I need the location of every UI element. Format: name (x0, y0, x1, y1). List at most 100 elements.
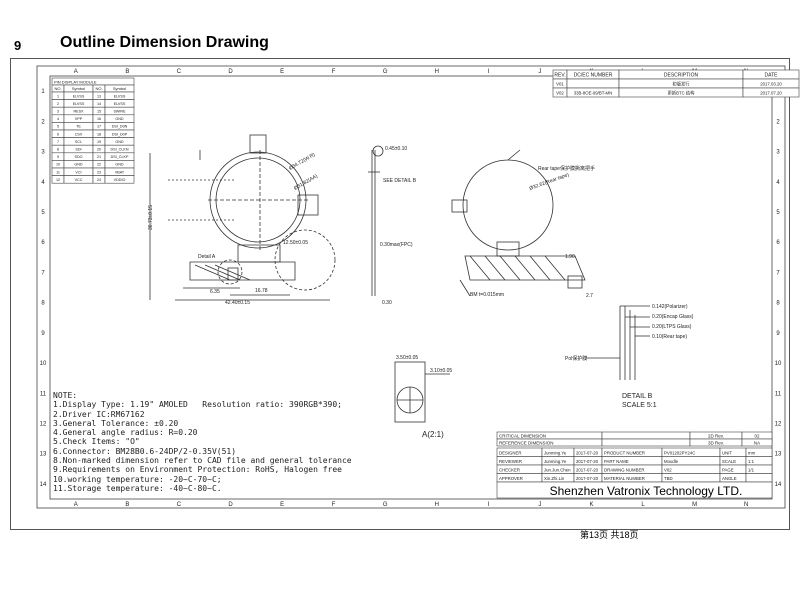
pin-table-cell-text: 18 (97, 132, 101, 136)
tb-cell-text: Junming.Ye (544, 450, 567, 455)
pin-table-cell (104, 175, 135, 184)
pin-table-cell-text: DSI_D0P (112, 132, 128, 136)
note-line: 2.Driver IC:RM67162 (53, 409, 145, 419)
notes-block: NOTE:1.Display Type: 1.19" AMOLED Resolu… (53, 391, 352, 493)
tb-cell-text: 1:1 (748, 459, 755, 464)
pin-table-cell-text: 15 (97, 110, 101, 114)
revision-header-text: DC/EC NUMBER (574, 73, 613, 79)
tb-critical-symbol (601, 431, 691, 440)
note-line: 3.General Tolerance: ±0.20 (53, 418, 179, 428)
tb-cell-text: mm (748, 450, 756, 455)
dim-label: 0.30 (382, 300, 392, 306)
dim-label: 3.50±0.05 (396, 355, 418, 361)
pin-table-cell-text: 1 (57, 94, 59, 98)
row-number: 6 (776, 240, 780, 246)
pin-table-cell-text: 16 (97, 117, 101, 121)
pin-table-cell-text: ELVSS (73, 102, 85, 106)
pin-table-cell-text: 3 (57, 110, 59, 114)
pin-table-header-text: Symbol (72, 86, 85, 91)
pin-table-cell-text: ELVSS (114, 94, 126, 98)
section-number: 9 (14, 38, 22, 53)
pin-table-header-text: NO. (95, 86, 102, 91)
column-letter: J (538, 502, 541, 508)
pin-table-cell-text: DSI_D0N (112, 125, 128, 129)
tb-3d-rev-val (741, 438, 773, 447)
pin-table-header-text: NO. (54, 86, 61, 91)
tb-cell-text: 2017-07-20 (576, 476, 599, 481)
tb-cell-text: ANGLE (722, 476, 737, 481)
row-number: 9 (41, 331, 45, 337)
column-letter: K (589, 502, 593, 508)
tb-cell-text: Xin.Zhi.Lin (544, 476, 565, 481)
column-letter: I (488, 69, 490, 75)
revision-cell-text: 更新BTC 结构 (668, 90, 696, 97)
tb-ref-symbol (601, 438, 691, 447)
pin-table-cell-text: 14 (97, 102, 101, 106)
dim-label: 0.20(LTPS Glass) (652, 324, 692, 330)
pin-table-cell-text: ELVSS (114, 102, 126, 106)
pin-table-cell-text: 11 (56, 170, 60, 174)
row-number: 14 (40, 482, 47, 488)
pin-table-cell-text: GND (115, 163, 124, 167)
company-name: Shenzhen Vatronix Technology LTD. (549, 484, 743, 498)
revision-header-text: REV. (554, 73, 565, 79)
revision-cell-text: V01 (556, 82, 564, 87)
pin-table-cell-text: 9 (57, 155, 59, 159)
pin-table-cell-text: SDO (75, 155, 83, 159)
pin-table-cell-text: VBAT (115, 170, 125, 174)
tb-3d-rev-text: 3D Rev. (708, 440, 724, 445)
row-number: 2 (776, 119, 780, 125)
view-a-label: A(2:1) (422, 430, 444, 439)
tb-cell-text: TBD (664, 476, 673, 481)
column-letter: M (692, 502, 697, 508)
row-number: 1 (41, 89, 45, 95)
tb-cell-text: Moudle (664, 459, 679, 464)
row-number: 12 (40, 421, 47, 427)
row-number: 12 (775, 421, 782, 427)
revision-cell (566, 78, 620, 89)
rear-tape-label: Rear tape保护膜撕离把手 (538, 165, 595, 172)
row-number: 7 (776, 270, 780, 276)
detail-b-view (585, 305, 650, 380)
pin-table-cell-text: 10 (56, 163, 60, 167)
row-number: 5 (776, 210, 780, 216)
dim-label: 16.78 (255, 288, 268, 294)
row-number: 9 (776, 331, 780, 337)
tb-cell (745, 473, 773, 483)
dim-label: 1.90 (565, 254, 575, 260)
tb-critical-text: CRITICAL DIMENSION (499, 433, 546, 438)
tb-cell-text: 2017-07-20 (576, 459, 599, 464)
note-line: 10.working temperature: -20~C-70~C; (53, 474, 222, 484)
pin-table-cell-text: 24 (97, 178, 101, 182)
note-line: 9.Requirements on Environment Protection… (53, 465, 342, 475)
dim-label: 0.142(Polarizer) (652, 304, 688, 310)
pin-table-cell-text: 23 (97, 170, 101, 174)
pin-table-cell-text: 7 (57, 140, 59, 144)
revision-cell-text: V02 (556, 91, 564, 96)
row-number: 8 (776, 301, 780, 307)
pin-table-cell-text: 8 (57, 148, 59, 152)
tb-cell-text: PART NAME (604, 459, 629, 464)
column-letter: J (538, 69, 541, 75)
row-number: 11 (775, 391, 782, 397)
pin-table-cell-text: SCL (75, 140, 82, 144)
tb-reference-text: REFERENCE DIMENSION (499, 440, 554, 445)
detail-b-scale: SCALE 5:1 (622, 402, 657, 409)
tb-cell-text: MATERIAL NUMBER (604, 476, 645, 481)
row-number: 11 (40, 391, 47, 397)
column-letter: E (280, 69, 284, 75)
pin-table-cell-text: 2 (57, 102, 59, 106)
row-number: 2 (41, 119, 45, 125)
note-line: 4.General angle radius: R=0.20 (53, 428, 198, 438)
note-line: NOTE: (53, 391, 78, 400)
page-top-rule (10, 58, 790, 59)
tb-cell-text: 1/1 (748, 467, 755, 472)
tb-2d-rev-val-text: 02 (754, 433, 760, 438)
row-number: 13 (775, 452, 782, 458)
tb-cell-text: 2017-07-20 (576, 467, 599, 472)
dim-label: 3.10±0.05 (430, 368, 452, 374)
row-number: 5 (41, 210, 45, 216)
